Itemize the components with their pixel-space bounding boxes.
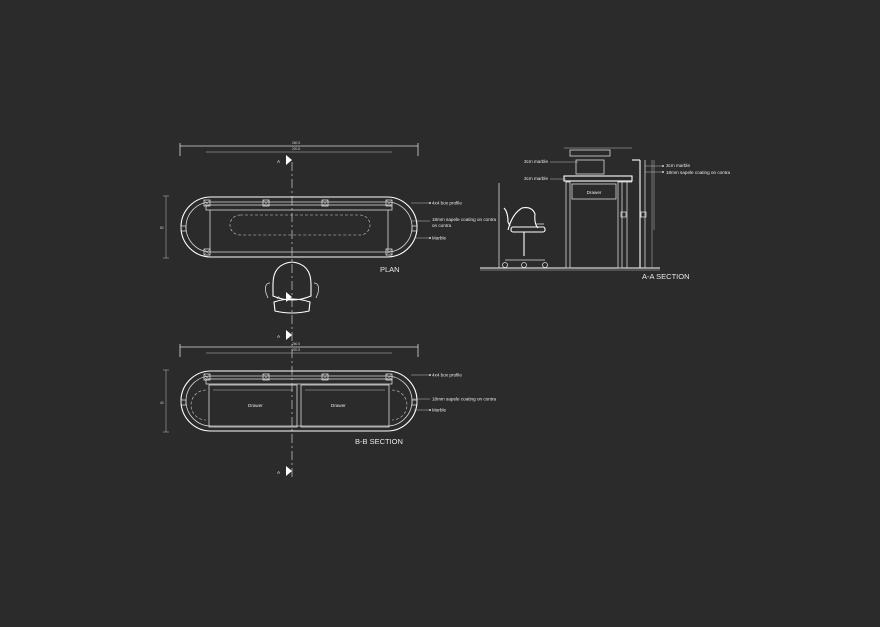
aa-drawer-label: Drawer bbox=[587, 190, 602, 195]
bb-overall-dim: 260.5 bbox=[292, 342, 300, 346]
bb-drawer-right bbox=[300, 384, 390, 428]
aa-section-title: A-A SECTION bbox=[642, 272, 690, 281]
bb-section-view: 260.5 220.8 40 Drawer Drawer 4x4 bbox=[160, 342, 497, 446]
plan-annotations: 4x4 box profile 18mm sapele coating on c… bbox=[411, 201, 497, 241]
section-marker-bottom: A bbox=[277, 466, 292, 476]
aa-marble-top bbox=[563, 175, 633, 182]
bb-drawer-label-2: Drawer bbox=[331, 403, 346, 408]
bb-annotation-1: 4x4 box profile bbox=[432, 373, 462, 378]
aa-section-view: Drawer 3cm marble 3cm marble 3cm marble … bbox=[480, 147, 731, 281]
bb-desk-outline bbox=[180, 370, 418, 432]
plan-annotation-3: Marble bbox=[432, 236, 446, 241]
plan-inner-dim: 220.8 bbox=[292, 147, 300, 151]
section-marker-lower: A bbox=[277, 330, 292, 340]
plan-view: 260.5 220.8 80 4x4 box pro bbox=[160, 141, 497, 314]
plan-dimensions: 260.5 220.8 80 bbox=[160, 141, 419, 259]
plan-overall-dim: 260.5 bbox=[292, 141, 300, 145]
aa-drawer bbox=[571, 183, 617, 200]
aa-annotations: 3cm marble 3cm marble 3cm marble 18mm sa… bbox=[524, 159, 731, 181]
plan-title: PLAN bbox=[380, 265, 400, 274]
bb-annotation-2: 18mm sapele coating on contra bbox=[432, 397, 497, 402]
aa-annotation-right-1: 3cm marble bbox=[666, 163, 690, 168]
bb-depth-dim: 40 bbox=[160, 401, 164, 405]
bb-section-title: B-B SECTION bbox=[355, 437, 403, 446]
bb-inner-dim: 220.8 bbox=[292, 348, 300, 352]
aa-annotation-left-1: 3cm marble bbox=[524, 159, 548, 164]
svg-text:on contra: on contra bbox=[432, 223, 452, 228]
section-arrow-icon bbox=[286, 466, 292, 476]
bb-dimensions: 260.5 220.8 40 bbox=[160, 342, 419, 433]
aa-annotation-left-2: 3cm marble bbox=[524, 176, 548, 181]
plan-depth-dim: 80 bbox=[160, 226, 164, 230]
bb-annotations: 4x4 box profile 18mm sapele coating on c… bbox=[411, 373, 497, 413]
bb-drawer-left bbox=[208, 384, 298, 428]
aa-chair bbox=[498, 183, 548, 268]
section-arrow-icon bbox=[286, 155, 292, 165]
plan-annotation-2: 18mm sapele coating on contra bbox=[432, 217, 497, 222]
section-marker-label: A bbox=[277, 295, 281, 300]
section-marker-label: A bbox=[277, 334, 281, 339]
bb-annotation-3: Marble bbox=[432, 408, 446, 413]
bb-drawer-label-1: Drawer bbox=[248, 403, 263, 408]
plan-annotation-1: 4x4 box profile bbox=[432, 201, 462, 206]
section-marker-label: A bbox=[277, 470, 281, 475]
section-marker-label: A bbox=[277, 159, 281, 164]
aa-desk: Drawer bbox=[563, 147, 655, 269]
plan-chair bbox=[265, 261, 319, 314]
aa-annotation-right-2: 18mm sapele coating on contra bbox=[666, 170, 731, 175]
section-marker-top: A bbox=[277, 155, 292, 165]
section-arrow-icon bbox=[286, 330, 292, 340]
plan-box-profiles bbox=[180, 199, 418, 256]
bb-box-profiles bbox=[180, 373, 418, 406]
plan-desk-outline bbox=[180, 196, 418, 258]
